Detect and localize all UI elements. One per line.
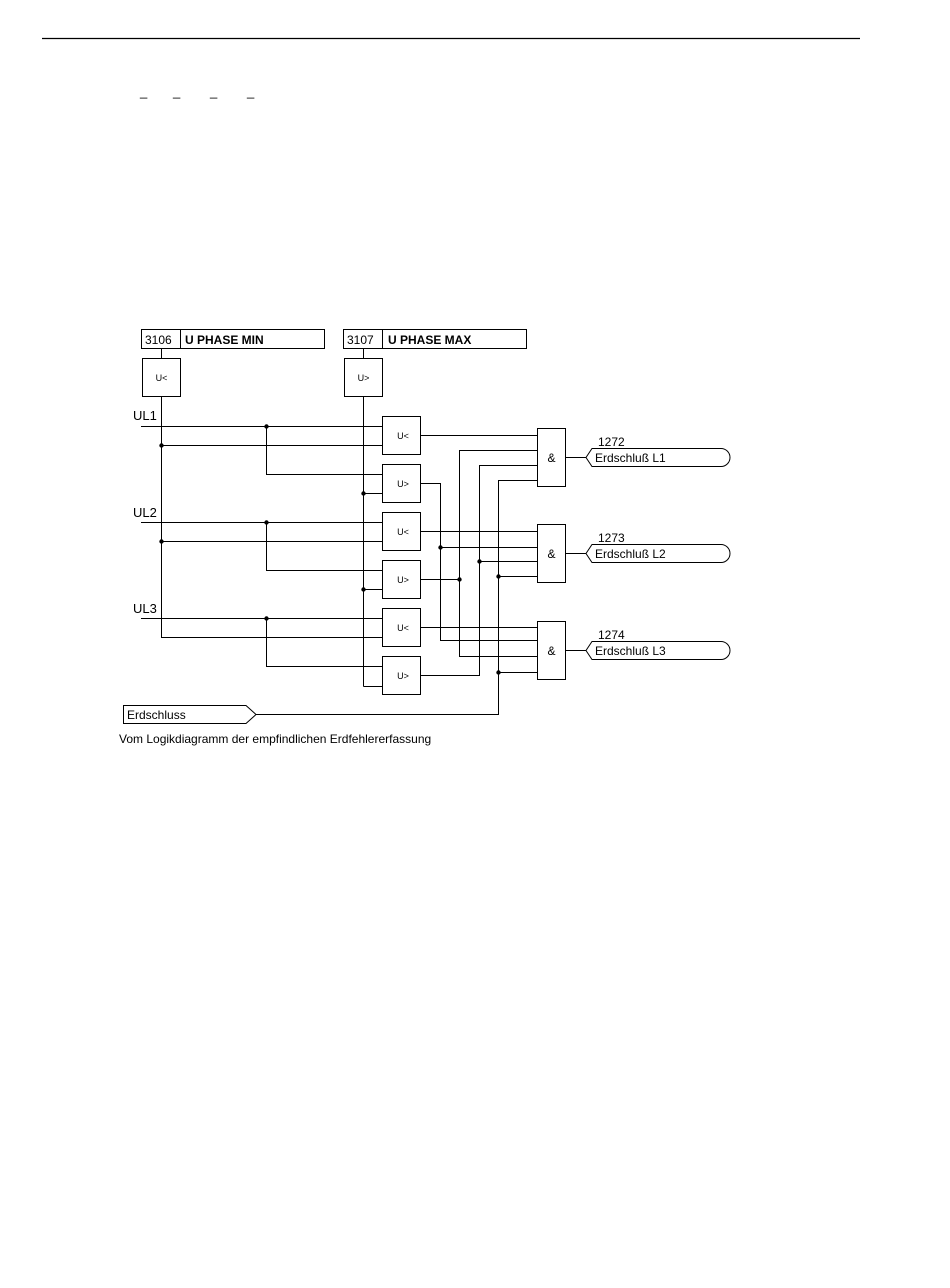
input-ul2-label: UL2 [133,505,157,520]
threshold-block-min: U< [143,359,181,397]
diagram-caption: Vom Logikdiagramm der empfindlichen Erdf… [119,732,431,746]
output-erdschluss-l3: 1274 Erdschluß L3 [566,628,731,660]
comparator-l1-over: U> [383,465,421,503]
input-ul2: UL2 [133,505,383,571]
and-gate-l3-symbol: & [547,644,555,658]
erdschluss-input-label: Erdschluss [127,708,186,722]
header-mark-3: _ [209,84,218,99]
parameter-max-number: 3107 [347,333,374,347]
parameter-u-phase-max: 3107 U PHASE MAX [344,330,527,349]
output-l1-number: 1272 [598,435,625,449]
and-gate-l2: & [538,525,566,583]
parameter-u-phase-min: 3106 U PHASE MIN [142,330,325,349]
and-gate-l2-symbol: & [547,547,555,561]
comparator-l3-under-symbol: U< [397,623,409,633]
output-erdschluss-l2: 1273 Erdschluß L2 [566,531,731,563]
comparator-l3-over-symbol: U> [397,671,409,681]
and-gate-l1-symbol: & [547,451,555,465]
input-ul3: UL3 [133,601,383,667]
comparator-l2-under: U< [383,513,421,551]
threshold-max-symbol: U> [358,373,370,383]
input-ul1-label: UL1 [133,408,157,423]
comparator-l1-under: U< [383,417,421,455]
output-l2-label: Erdschluß L2 [595,547,666,561]
comparator-l2-over: U> [383,561,421,599]
parameter-min-name: U PHASE MIN [185,333,264,347]
and-gate-l1: & [538,429,566,487]
threshold-min-symbol: U< [156,373,168,383]
comparator-l1-under-symbol: U< [397,431,409,441]
output-erdschluss-l1: 1272 Erdschluß L1 [566,435,731,467]
output-l2-number: 1273 [598,531,625,545]
input-ul1: UL1 [133,408,383,475]
output-l1-label: Erdschluß L1 [595,451,666,465]
parameter-min-number: 3106 [145,333,172,347]
threshold-block-max: U> [345,359,383,397]
erdschluss-input: Erdschluss [124,706,257,724]
comparator-l2-under-symbol: U< [397,527,409,537]
output-l3-number: 1274 [598,628,625,642]
and-gate-l3: & [538,622,566,680]
parameter-max-name: U PHASE MAX [388,333,471,347]
threshold-buses [162,397,383,687]
comparator-l2-over-symbol: U> [397,575,409,585]
header-mark-1: _ [139,84,148,99]
input-ul3-label: UL3 [133,601,157,616]
header-mark-2: _ [172,84,181,99]
header-mark-4: _ [246,84,255,99]
comparator-l1-over-symbol: U> [397,479,409,489]
comparator-l3-over: U> [383,657,421,695]
output-l3-label: Erdschluß L3 [595,644,666,658]
comparator-l3-under: U< [383,609,421,647]
